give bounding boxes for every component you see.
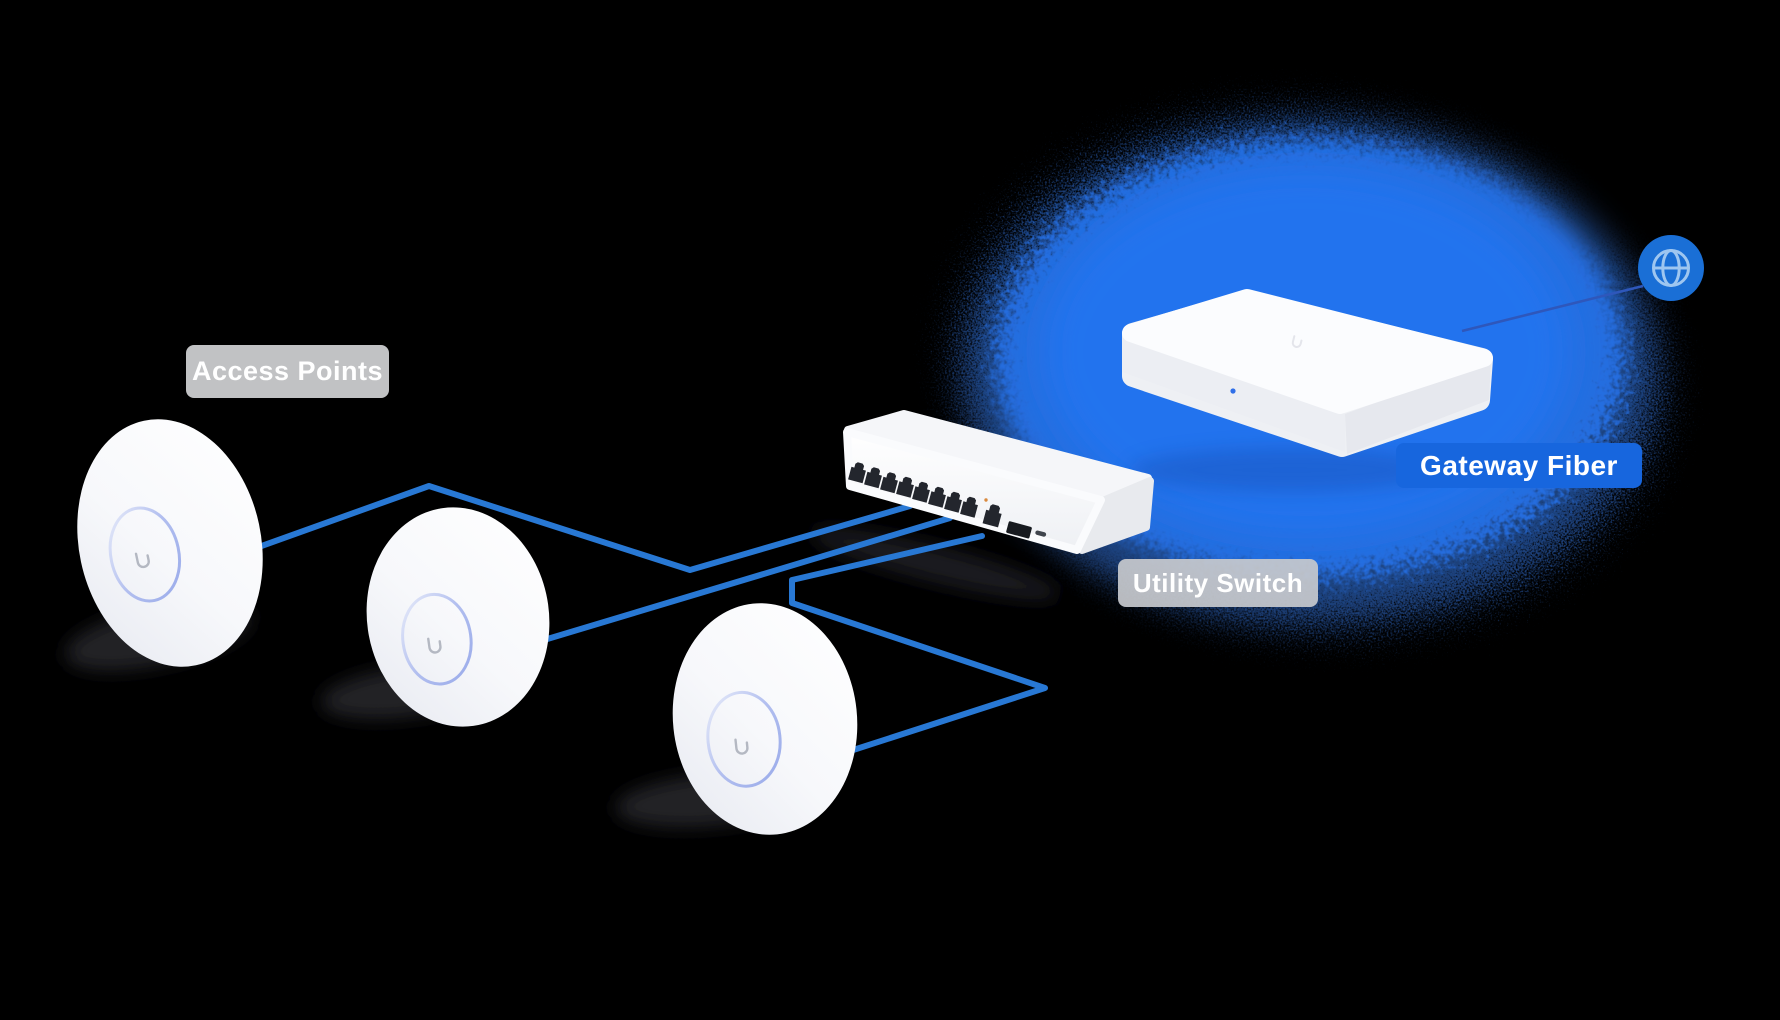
ap3-logo xyxy=(734,738,749,755)
ap1-disc xyxy=(77,419,263,667)
gateway-internet-link xyxy=(1461,284,1644,333)
ap2-disc xyxy=(366,507,550,727)
ap3-disc xyxy=(672,603,858,835)
cable-ap2-to-switch xyxy=(541,515,953,643)
switch-shadow xyxy=(810,528,1060,600)
rj45-port xyxy=(928,486,946,508)
access-point-3 xyxy=(672,603,858,835)
rj45-port xyxy=(912,481,930,503)
cable-ap1-to-switch xyxy=(250,483,913,573)
rj45-port xyxy=(944,491,962,513)
ap2-logo xyxy=(427,637,442,654)
switch-front-face xyxy=(843,428,1105,554)
gateway-right-face xyxy=(1345,360,1491,454)
gateway-top-face xyxy=(1122,289,1493,414)
sfp-slot xyxy=(1006,521,1032,539)
gateway-status-led xyxy=(1230,388,1236,394)
rj45-port xyxy=(864,467,882,489)
rj45-port xyxy=(880,472,898,494)
ap1-ring xyxy=(108,506,182,603)
ap1-logo xyxy=(134,552,150,569)
access-point-1 xyxy=(77,419,263,667)
gateway-fiber-label-text: Gateway Fiber xyxy=(1420,449,1618,481)
globe-icon xyxy=(1638,235,1704,301)
usb-c-port xyxy=(1035,530,1047,537)
gateway-fiber-label: Gateway Fiber xyxy=(1396,443,1642,488)
access-points-label: Access Points xyxy=(186,345,389,398)
ap3-ring xyxy=(706,690,782,788)
rj45-port xyxy=(896,476,914,498)
utility-switch-label: Utility Switch xyxy=(1118,559,1318,607)
uplink-port xyxy=(982,504,1002,528)
access-points-label-text: Access Points xyxy=(191,356,384,386)
globe-glyph xyxy=(1652,249,1690,287)
gateway-shade xyxy=(1130,448,1450,492)
gateway-logo xyxy=(1291,335,1303,348)
cable-ap3-to-switch xyxy=(789,533,1048,755)
utility-switch-label-text: Utility Switch xyxy=(1132,567,1304,598)
ap2-ring xyxy=(401,592,473,686)
gateway-device xyxy=(1122,289,1493,457)
rj45-port xyxy=(960,496,978,518)
switch-right-face xyxy=(1078,477,1154,554)
access-point-2 xyxy=(366,507,550,727)
switch-led xyxy=(984,498,988,502)
rj45-port xyxy=(848,462,866,484)
ethernet-cables xyxy=(250,483,1048,755)
utility-switch-device xyxy=(843,410,1154,554)
ethernet-ports xyxy=(848,462,978,518)
